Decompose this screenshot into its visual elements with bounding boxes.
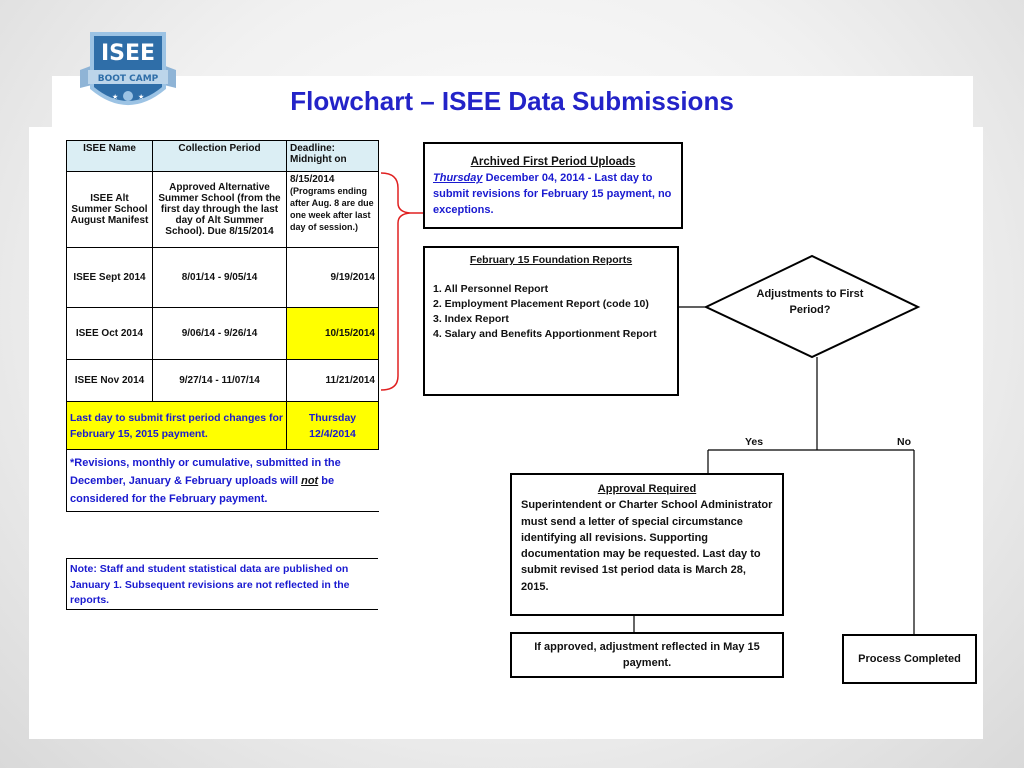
list-item: 4. Salary and Benefits Apportionment Rep…: [433, 328, 657, 340]
svg-text:★: ★: [138, 93, 144, 101]
row-name: ISEE Nov 2014: [66, 359, 153, 402]
row-deadline: 9/19/2014: [286, 247, 379, 308]
header-isee-name: ISEE Name: [66, 140, 153, 172]
svg-text:★: ★: [112, 93, 118, 101]
row-period: 9/27/14 - 11/07/14: [152, 359, 287, 402]
slide-panel-top: [52, 76, 973, 128]
page-title: Flowchart – ISEE Data Submissions: [290, 86, 734, 116]
revisions-post: be considered for the February payment.: [70, 474, 335, 505]
row-name: ISEE Alt Summer School August Manifest: [66, 171, 153, 248]
revisions-pre: *Revisions, monthly or cumulative, submi…: [70, 456, 341, 487]
last-day-text: Last day to submit first period changes …: [66, 401, 287, 450]
decision-text: Adjustments to First Period?: [756, 288, 864, 316]
approval-required-box: Approval Required Superintendent or Char…: [510, 473, 784, 616]
feb-report-list: 1. All Personnel Report 2. Employment Pl…: [433, 282, 669, 342]
approval-body: Superintendent or Charter School Adminis…: [521, 499, 773, 593]
revisions-text: *Revisions, monthly or cumulative, submi…: [66, 449, 379, 512]
logo-bootcamp: BOOT CAMP: [98, 74, 159, 84]
note-box: Note: Staff and student statistical data…: [66, 558, 378, 610]
table-row: ISEE Sept 2014 8/01/14 - 9/05/14 9/19/20…: [66, 247, 379, 308]
row-deadline-date: 8/15/2014: [290, 174, 335, 185]
archived-day: Thursday: [433, 172, 483, 184]
row-name: ISEE Sept 2014: [66, 247, 153, 308]
last-day-row: Last day to submit first period changes …: [66, 401, 379, 450]
archived-body: Thursday December 04, 2014 - Last day to…: [433, 170, 673, 218]
feb-reports-box: February 15 Foundation Reports 1. All Pe…: [423, 246, 679, 396]
row-period: Approved Alternative Summer School (from…: [152, 171, 287, 248]
header-collection-period: Collection Period: [152, 140, 287, 172]
isee-table: ISEE Name Collection Period Deadline: Mi…: [66, 140, 379, 512]
row-name: ISEE Oct 2014: [66, 307, 153, 360]
row-period: 9/06/14 - 9/26/14: [152, 307, 287, 360]
archived-uploads-box: Archived First Period Uploads Thursday D…: [423, 142, 683, 229]
last-day-date: Thursday 12/4/2014: [286, 401, 379, 450]
row-deadline: 8/15/2014 (Programs ending after Aug. 8 …: [286, 171, 379, 248]
archived-title: Archived First Period Uploads: [470, 156, 636, 168]
list-item: 2. Employment Placement Report (code 10): [433, 298, 649, 310]
logo-isee: ISEE: [101, 41, 155, 66]
table-row: ISEE Oct 2014 9/06/14 - 9/26/14 10/15/20…: [66, 307, 379, 360]
revisions-row: *Revisions, monthly or cumulative, submi…: [66, 449, 379, 512]
header-deadline: Deadline: Midnight on: [286, 140, 379, 172]
yes-label: Yes: [745, 436, 764, 448]
row-deadline-note: (Programs ending after Aug. 8 are due on…: [290, 186, 374, 232]
process-completed-box: Process Completed: [842, 634, 977, 684]
list-item: 3. Index Report: [433, 313, 509, 325]
row-deadline-highlighted: 10/15/2014: [286, 307, 379, 360]
table-header-row: ISEE Name Collection Period Deadline: Mi…: [66, 140, 379, 172]
row-deadline: 11/21/2014: [286, 359, 379, 402]
approval-title: Approval Required: [597, 483, 697, 495]
feb-title: February 15 Foundation Reports: [469, 254, 633, 266]
list-item: 1. All Personnel Report: [433, 283, 549, 295]
isee-bootcamp-logo: ISEE BOOT CAMP ★ ★: [74, 26, 182, 122]
revisions-not: not: [301, 474, 319, 487]
table-row: ISEE Alt Summer School August Manifest A…: [66, 171, 379, 248]
if-approved-box: If approved, adjustment reflected in May…: [510, 632, 784, 678]
archived-text: December 04, 2014 - Last day to submit r…: [433, 172, 672, 216]
table-row: ISEE Nov 2014 9/27/14 - 11/07/14 11/21/2…: [66, 359, 379, 402]
no-label: No: [897, 436, 911, 448]
row-period: 8/01/14 - 9/05/14: [152, 247, 287, 308]
